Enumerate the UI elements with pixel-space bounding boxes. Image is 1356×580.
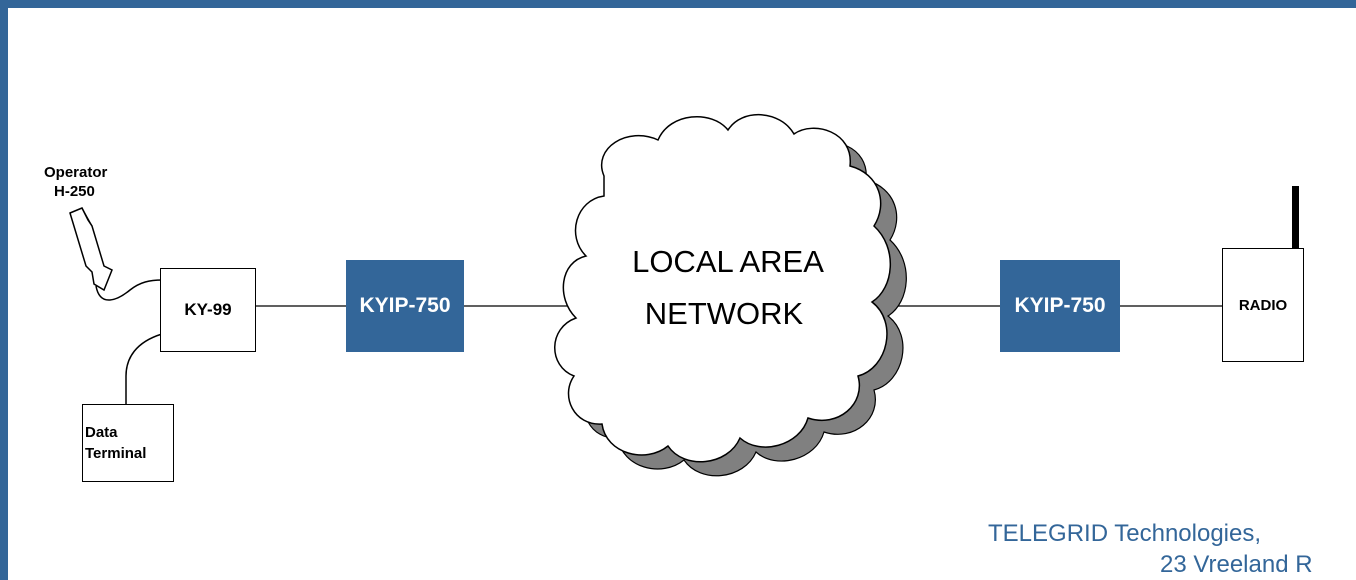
network-diagram [69, 114, 1299, 477]
lan-label-line1: LOCAL AREA [632, 244, 824, 279]
ky99-box[interactable]: KY-99 [160, 268, 256, 352]
radio-box[interactable]: RADIO [1222, 248, 1304, 362]
kyip-750-left-label: KYIP-750 [359, 294, 451, 317]
data-terminal-box[interactable]: Data Terminal [82, 404, 174, 482]
data-terminal-label-line2: Terminal [85, 445, 147, 462]
radio-label: RADIO [1238, 296, 1288, 314]
kyip-750-left[interactable]: KYIP-750 [346, 260, 464, 352]
data-terminal-label-line1: Data [85, 424, 118, 441]
operator-label: Operator [44, 164, 108, 181]
ky99-label: KY-99 [184, 300, 232, 319]
handset-model-label: H-250 [54, 183, 95, 200]
lan-cloud [554, 114, 891, 463]
handset-cord [95, 279, 163, 301]
antenna-icon [1292, 186, 1299, 250]
kyip-750-right-label: KYIP-750 [1014, 294, 1106, 317]
kyip-750-right[interactable]: KYIP-750 [1000, 260, 1120, 352]
lan-label-line2: NETWORK [644, 296, 804, 331]
footer-company: TELEGRID Technologies, [988, 520, 1262, 547]
handset-icon [69, 207, 113, 292]
terminal-cord [125, 333, 163, 404]
footer-address: 23 Vreeland R [1160, 551, 1313, 578]
